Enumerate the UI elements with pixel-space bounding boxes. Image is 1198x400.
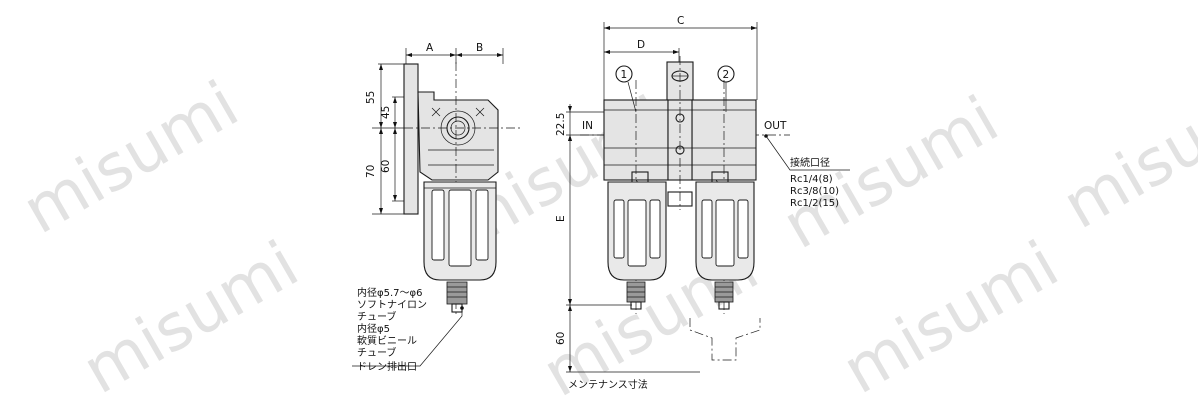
note-line: 軟質ビニール xyxy=(357,334,417,347)
drain-valve xyxy=(446,281,468,305)
maintenance-outline xyxy=(689,318,761,361)
note-line: チューブ xyxy=(357,346,396,359)
note-line: チューブ xyxy=(357,310,396,323)
port-in-label: IN xyxy=(582,120,593,132)
port-out-label: OUT xyxy=(764,120,787,132)
dim-70: 70 xyxy=(365,165,377,178)
note-line: 内径φ5 xyxy=(357,322,390,335)
left-view: A B 55 45 60 70 xyxy=(352,42,520,373)
unit-2-number: 2 xyxy=(723,69,730,81)
connection-size-item: Rc1/4(8) xyxy=(790,174,833,185)
dim-55: 55 xyxy=(365,91,377,104)
unit-1-number: 1 xyxy=(621,69,628,81)
dim-b: B xyxy=(476,42,483,54)
filter-head xyxy=(417,91,499,181)
dim-d: D xyxy=(637,39,645,51)
watermark: misumi xyxy=(71,228,311,400)
drain-port-label: ドレン排出口 xyxy=(357,360,417,373)
note-line: ソフトナイロン xyxy=(357,299,427,311)
dim-c: C xyxy=(677,15,684,27)
dim-45: 45 xyxy=(380,106,392,119)
dim-60: 60 xyxy=(380,160,392,173)
dim-e: E xyxy=(555,215,567,222)
watermark: misumi xyxy=(11,68,251,249)
mounting-bracket xyxy=(403,63,419,215)
connection-size-item: Rc1/2(15) xyxy=(790,198,839,209)
right-view: C D 22.5 E 60 IN OUT xyxy=(555,15,850,391)
unit-1-marker xyxy=(615,65,633,83)
watermark: misumi xyxy=(1051,63,1198,244)
connection-size-item: Rc3/8(10) xyxy=(790,186,839,197)
note-line: 内径φ5.7～φ6 xyxy=(357,286,422,299)
maintenance-dimension-label: メンテナンス寸法 xyxy=(568,378,648,391)
watermark: misumi xyxy=(831,228,1071,400)
dim-22-5: 22.5 xyxy=(555,113,567,136)
connection-size-title: 接続口径 xyxy=(790,156,830,169)
dim-a: A xyxy=(426,42,434,54)
dim-60-maintenance: 60 xyxy=(555,332,567,345)
